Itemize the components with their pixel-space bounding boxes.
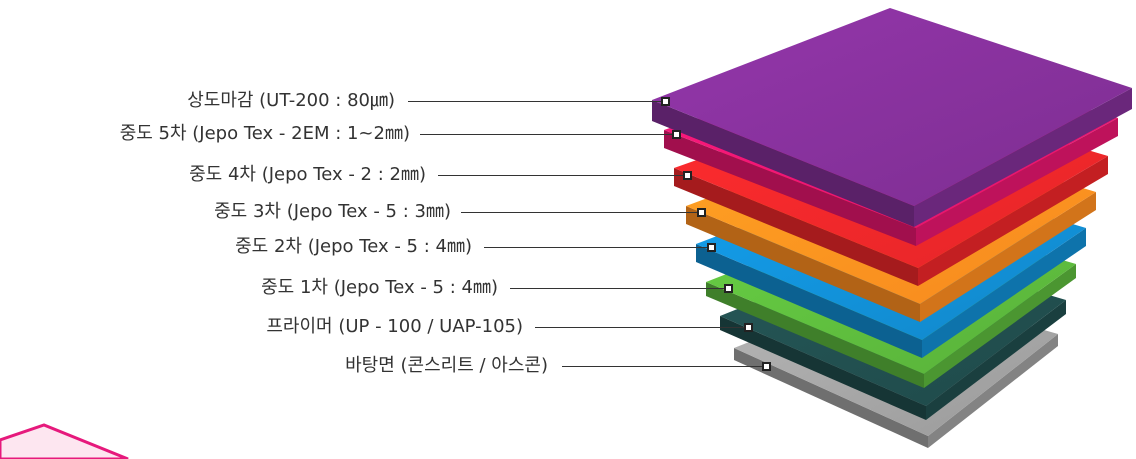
slab-left-side-substrate bbox=[734, 348, 928, 448]
slab-right-side-middle-1 bbox=[924, 264, 1076, 388]
layer-label-middle-3: 중도 3차 (Jepo Tex - 5 : 3㎜) bbox=[214, 201, 451, 222]
leader-line-middle-4 bbox=[438, 175, 687, 176]
layer-label-middle-1: 중도 1차 (Jepo Tex - 5 : 4㎜) bbox=[261, 277, 498, 298]
marker-middle-4 bbox=[683, 171, 692, 180]
slab-left-side-middle-2 bbox=[696, 244, 922, 358]
slab-left-side-middle-4 bbox=[674, 168, 918, 286]
slab-right-side-top-coat bbox=[914, 88, 1132, 227]
slab-left-side-middle-1 bbox=[706, 282, 924, 388]
slab-left-side-primer bbox=[720, 316, 926, 420]
layer-label-middle-4: 중도 4차 (Jepo Tex - 2 : 2㎜) bbox=[189, 164, 426, 185]
leader-line-middle-2 bbox=[484, 247, 711, 248]
slab-right-side-middle-2 bbox=[922, 228, 1086, 358]
slab-right-side-middle-5 bbox=[916, 118, 1118, 246]
corner-decoration-shape bbox=[0, 423, 129, 459]
layer-label-top-coat: 상도마감 (UT-200 : 80㎛) bbox=[187, 90, 395, 111]
marker-middle-1 bbox=[724, 284, 733, 293]
slab-right-side-middle-4 bbox=[918, 156, 1108, 286]
leader-line-middle-3 bbox=[461, 212, 701, 213]
marker-middle-3 bbox=[697, 208, 706, 217]
marker-substrate bbox=[762, 362, 771, 371]
slab-left-side-middle-5 bbox=[664, 130, 916, 246]
marker-top-coat bbox=[661, 97, 670, 106]
slab-right-side-primer bbox=[926, 300, 1066, 420]
leader-line-primer bbox=[535, 327, 748, 328]
marker-middle-2 bbox=[707, 243, 716, 252]
slab-right-side-substrate bbox=[928, 334, 1058, 448]
leader-line-middle-5 bbox=[420, 134, 676, 135]
layer-label-middle-2: 중도 2차 (Jepo Tex - 5 : 4㎜) bbox=[235, 236, 472, 257]
layer-label-middle-5: 중도 5차 (Jepo Tex - 2EM : 1~2㎜) bbox=[119, 123, 410, 144]
slab-left-side-middle-3 bbox=[686, 206, 920, 322]
leader-line-middle-1 bbox=[510, 288, 728, 289]
slab-right-side-middle-3 bbox=[920, 192, 1096, 322]
marker-primer bbox=[744, 323, 753, 332]
marker-middle-5 bbox=[672, 130, 681, 139]
leader-line-substrate bbox=[562, 366, 766, 367]
layer-label-substrate: 바탕면 (콘스리트 / 아스콘) bbox=[345, 355, 548, 376]
slab-left-side-top-coat bbox=[652, 100, 914, 227]
layer-label-primer: 프라이머 (UP - 100 / UAP-105) bbox=[266, 316, 523, 337]
leader-line-top-coat bbox=[408, 101, 665, 102]
slab-top-top-coat bbox=[652, 8, 1132, 206]
